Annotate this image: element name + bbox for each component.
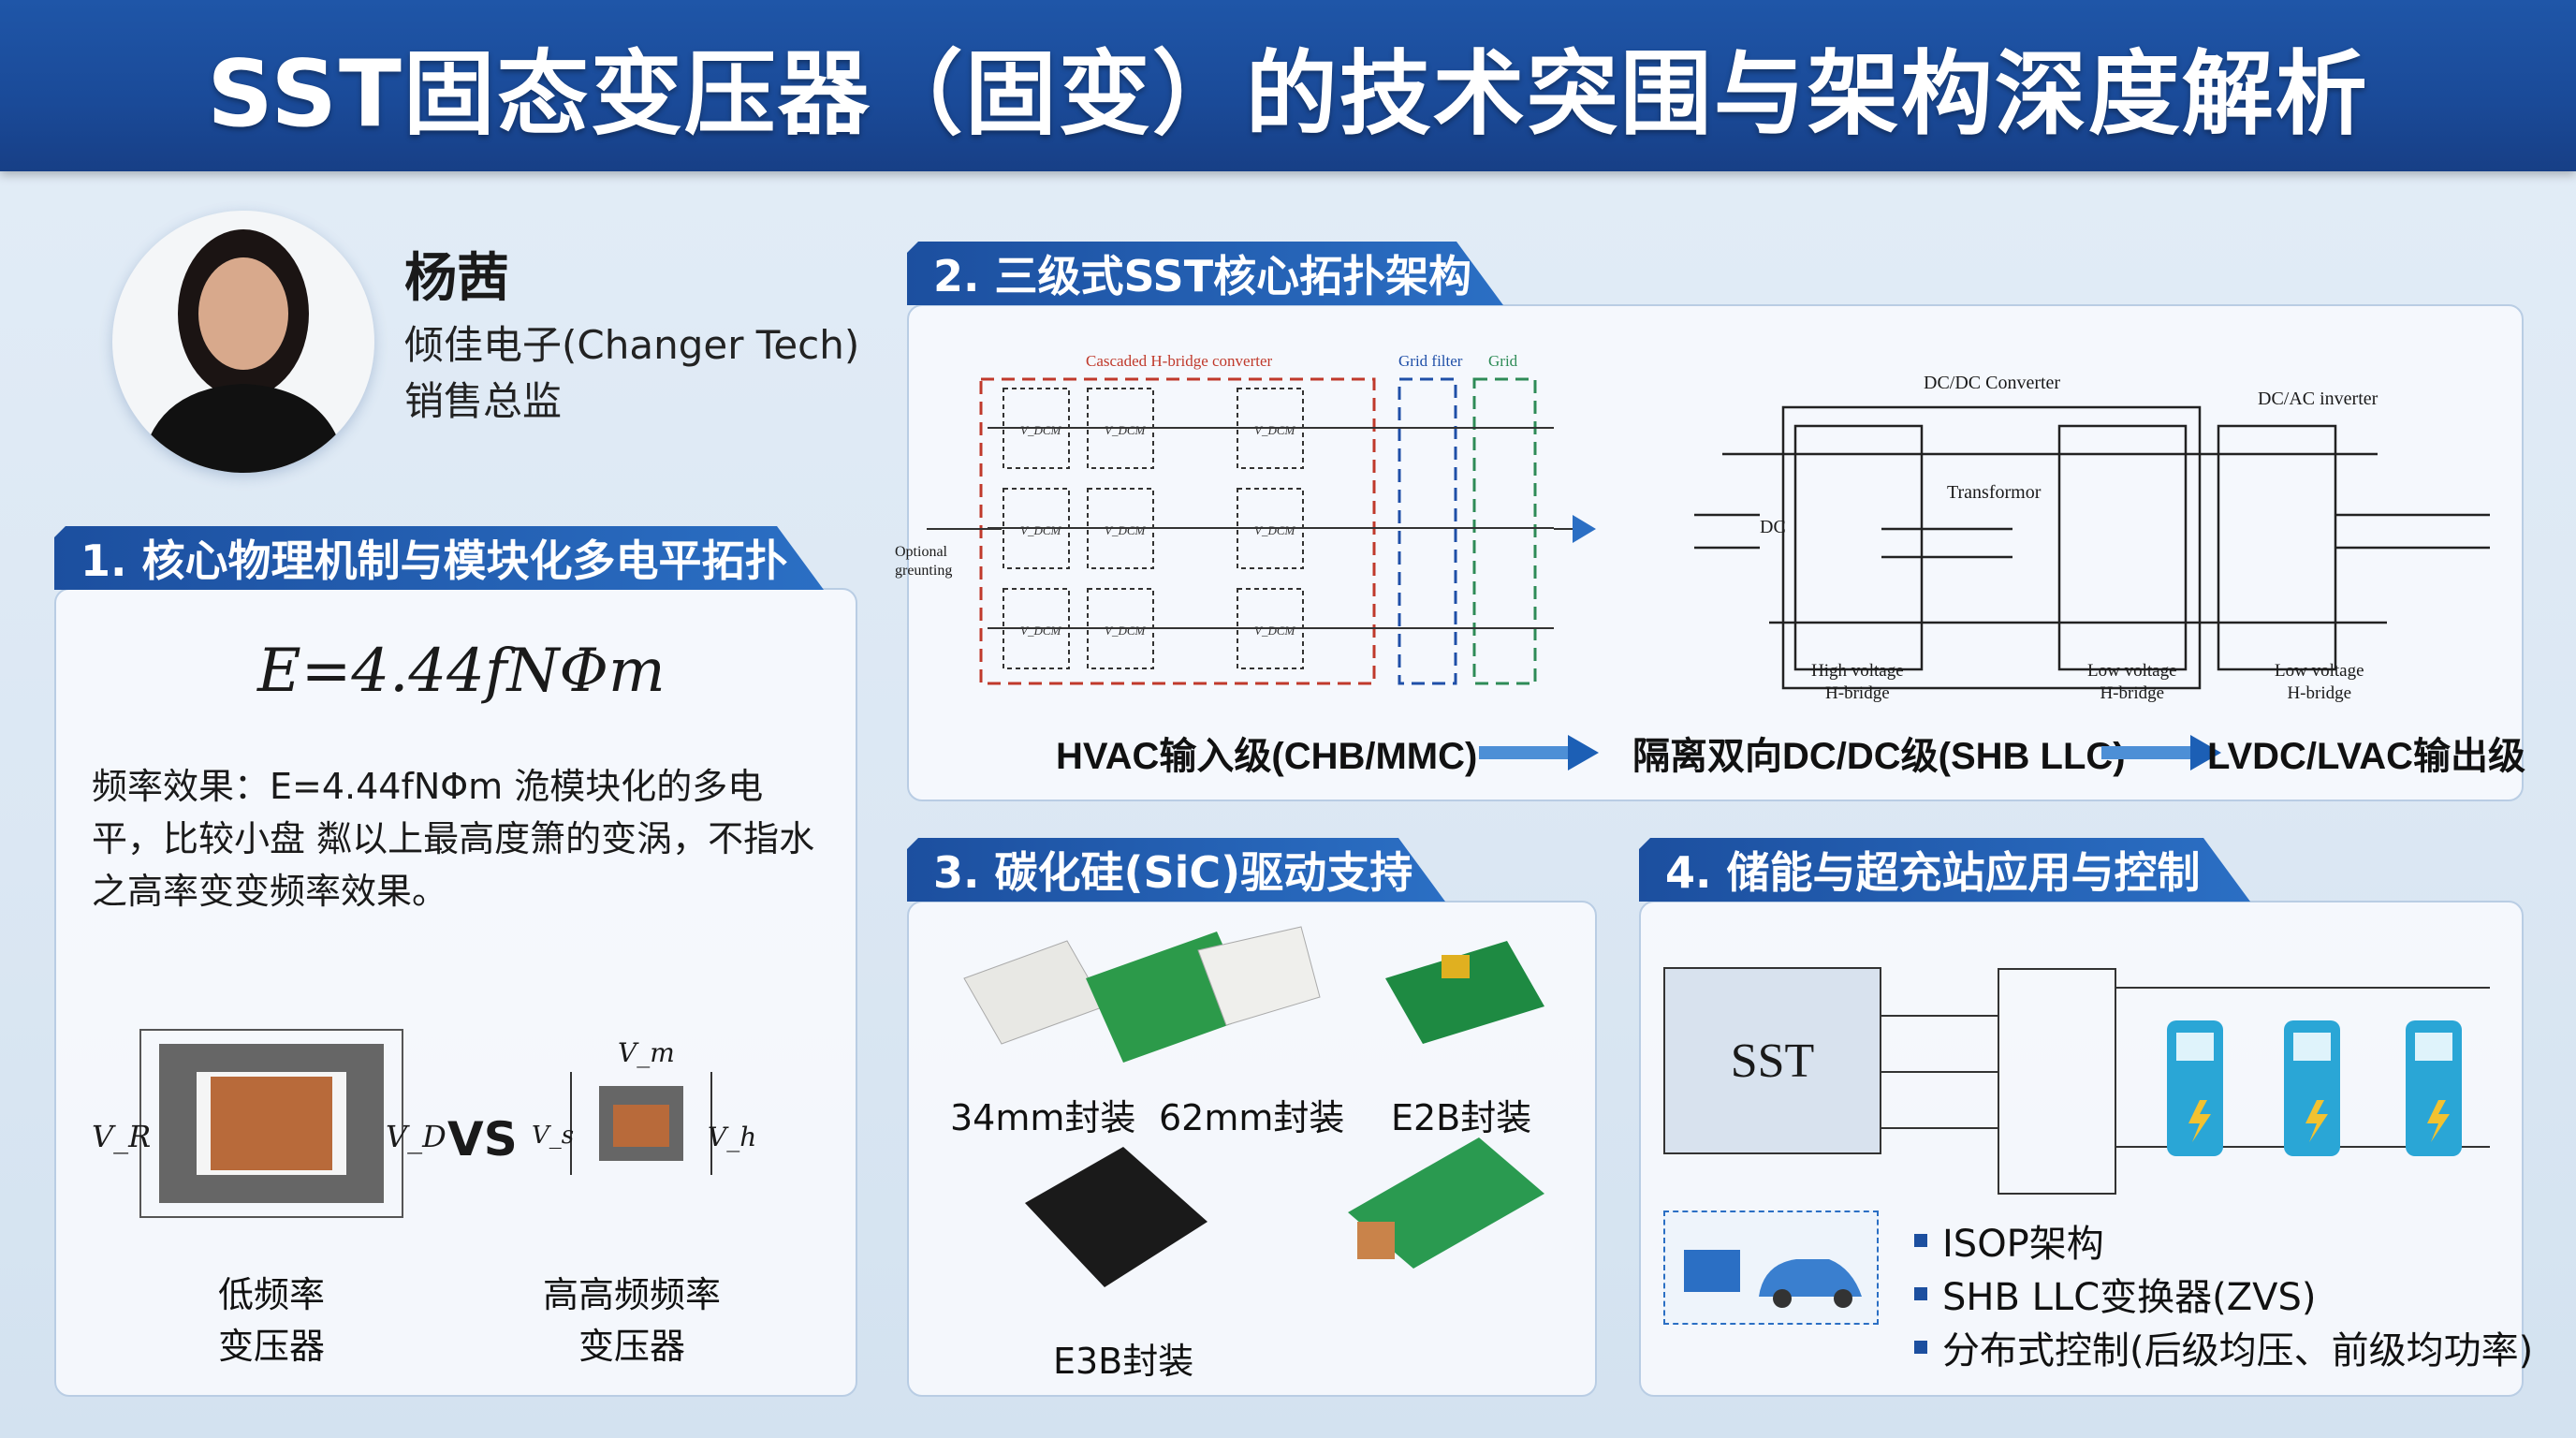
pkg-e3b: E3B封装 bbox=[1053, 1341, 1194, 1382]
bullet-text: ISOP架构 bbox=[1942, 1223, 2104, 1266]
vdc-label: V_DCM bbox=[1254, 523, 1295, 537]
panel-physics bbox=[54, 588, 857, 1397]
dc-label: DC bbox=[1760, 517, 1786, 537]
high-freq-line1: 高高频频率 bbox=[542, 1274, 721, 1315]
speaker-role: 销售总监 bbox=[404, 378, 563, 424]
grounding-line1: Optional bbox=[895, 544, 947, 560]
hv-line2: H-bridge bbox=[1825, 683, 1890, 703]
high-freq-label: 高高频频率变压器 bbox=[524, 1266, 739, 1369]
transformer-comparison bbox=[139, 1029, 712, 1218]
grounding-line2: greunting bbox=[895, 563, 953, 579]
bullet-control: 分布式控制(后级均压、前级均功率) bbox=[1914, 1320, 2533, 1374]
grid-label: Grid bbox=[1488, 352, 1518, 370]
lv1-line1: Low voltage bbox=[2087, 661, 2177, 681]
module-e2b bbox=[1385, 941, 1544, 1044]
vdc-label: V_DCM bbox=[1105, 523, 1146, 537]
bullet-text: SHB LLC变换器(ZVS) bbox=[1942, 1276, 2317, 1319]
grid-filter-label: Grid filter bbox=[1398, 352, 1463, 370]
dcdc-label: DC/DC Converter bbox=[1924, 373, 2061, 393]
bullet-icon bbox=[1914, 1287, 1927, 1300]
lv2-line1: Low voltage bbox=[2275, 661, 2364, 681]
vdc-label: V_DCM bbox=[1254, 423, 1295, 437]
person-photo bbox=[140, 229, 346, 473]
charger-icon bbox=[2167, 1020, 2223, 1156]
vs-label: VS bbox=[447, 1112, 518, 1167]
vdc-label: V_DCM bbox=[1105, 423, 1146, 437]
module-e3b bbox=[1025, 1147, 1208, 1287]
speaker-name: 杨茜 bbox=[404, 248, 509, 309]
module-62mm bbox=[1086, 926, 1321, 1063]
panel-physics-text: 频率效果：E=4.44fNΦm 洈模块化的多电平，比较小盘 粼以上最高度箫的变涡… bbox=[92, 766, 815, 912]
charger-icon bbox=[2406, 1020, 2462, 1156]
stage-hvac: HVAC输入级(CHB/MMC) bbox=[1056, 736, 1478, 777]
high-freq-line2: 变压器 bbox=[578, 1326, 685, 1367]
lv1-line2: H-bridge bbox=[2100, 683, 2165, 703]
panel-topology-title: 2. 三级式SST核心拓扑架构 bbox=[907, 242, 1503, 305]
stage-output: LVDC/LVAC输出级 bbox=[2207, 736, 2525, 777]
dcac-label: DC/AC inverter bbox=[2258, 389, 2378, 409]
symbol-vs: V_s bbox=[532, 1122, 575, 1150]
bullet-icon bbox=[1914, 1234, 1927, 1247]
header-bar bbox=[0, 0, 2576, 171]
panel-storage-title: 4. 储能与超充站应用与控制 bbox=[1639, 838, 2250, 902]
hv-line1: High voltage bbox=[1811, 661, 1904, 681]
panel-physics-title: 1. 核心物理机制与模块化多电平拓扑 bbox=[54, 526, 824, 590]
low-freq-label: 低频率变压器 bbox=[168, 1266, 374, 1369]
ev-car-icon bbox=[1684, 1250, 1862, 1308]
lv2-line2: H-bridge bbox=[2287, 683, 2352, 703]
vdc-label: V_DCM bbox=[1020, 624, 1061, 638]
module-e2b-alt bbox=[1348, 1137, 1544, 1269]
arrow-icon bbox=[1479, 735, 1601, 770]
bullet-shb: SHB LLC变换器(ZVS) bbox=[1914, 1267, 2317, 1321]
pkg-34mm: 34mm封装 bbox=[950, 1097, 1136, 1138]
charging-system-diagram bbox=[1881, 968, 2490, 1195]
vdc-label: V_DCM bbox=[1020, 523, 1061, 537]
sst-block: SST bbox=[1663, 967, 1881, 1154]
arrow-icon bbox=[2101, 735, 2223, 770]
avatar bbox=[112, 211, 374, 473]
transformer-label: Transformor bbox=[1947, 482, 2042, 503]
page-title: SST固态变压器（固变）的技术突围与架构深度解析 bbox=[207, 40, 2369, 148]
low-freq-line2: 变压器 bbox=[217, 1326, 325, 1367]
vdc-label: V_DCM bbox=[1105, 624, 1146, 638]
pkg-e2b: E2B封装 bbox=[1391, 1097, 1532, 1138]
module-34mm bbox=[963, 940, 1105, 1045]
low-freq-line1: 低频率 bbox=[217, 1274, 325, 1315]
symbol-vh: V_h bbox=[708, 1122, 757, 1152]
speaker-company: 倾佳电子(Changer Tech) bbox=[404, 322, 860, 368]
charger-icon bbox=[2284, 1020, 2340, 1156]
vdc-label: V_DCM bbox=[1254, 624, 1295, 638]
panel-sic-title: 3. 碳化硅(SiC)驱动支持 bbox=[907, 838, 1445, 902]
panel-topology bbox=[907, 304, 2524, 801]
stage-dcdc: 隔离双向DC/DC级(SHB LLC) bbox=[1632, 736, 2126, 777]
bullet-text: 分布式控制(后级均压、前级均功率) bbox=[1942, 1329, 2534, 1372]
formula: E=4.44fNΦm bbox=[257, 637, 666, 706]
symbol-vm: V_m bbox=[618, 1037, 675, 1068]
topology-diagram bbox=[927, 377, 2490, 690]
grounding-label: Optional greunting bbox=[895, 543, 952, 580]
vdc-label: V_DCM bbox=[1020, 423, 1061, 437]
bullet-icon bbox=[1914, 1341, 1927, 1354]
pkg-62mm: 62mm封装 bbox=[1159, 1097, 1345, 1138]
storage-ev-block bbox=[1663, 1211, 1879, 1325]
bullet-isop: ISOP架构 bbox=[1914, 1213, 2104, 1268]
sic-module-images bbox=[963, 926, 1544, 1287]
symbol-vr: V_R bbox=[92, 1119, 152, 1154]
chb-label: Cascaded H-bridge converter bbox=[1086, 352, 1273, 370]
symbol-vd: V_D bbox=[386, 1119, 446, 1154]
